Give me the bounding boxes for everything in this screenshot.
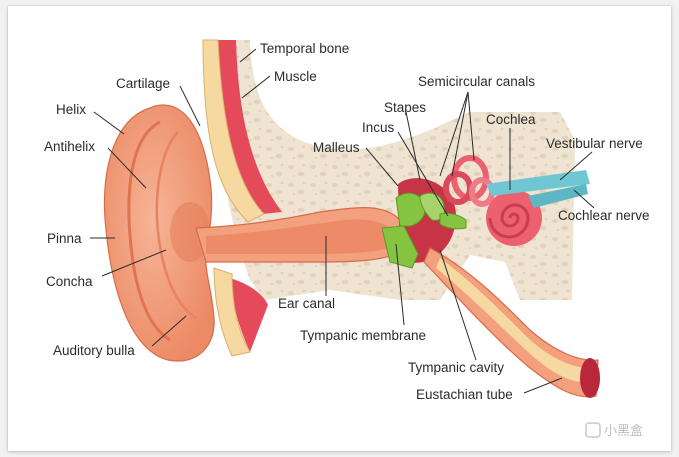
label-stapes: Stapes — [384, 100, 426, 115]
label-cartilage: Cartilage — [116, 76, 170, 91]
label-ear-canal: Ear canal — [278, 296, 335, 311]
diagram-labels: Temporal bone Muscle Cartilage Helix Ant… — [44, 41, 650, 402]
stapes-shape — [439, 212, 467, 230]
eustachian-tube-opening — [580, 358, 600, 398]
cochlea-shape — [486, 190, 542, 246]
label-tympanic-cavity: Tympanic cavity — [408, 360, 504, 375]
label-eustachian-tube: Eustachian tube — [416, 387, 513, 402]
leader-lines — [90, 48, 595, 394]
label-vestibular-nerve: Vestibular nerve — [546, 136, 643, 151]
cartilage-lower-shape — [213, 267, 251, 357]
watermark: 小黑盒 — [585, 422, 643, 439]
label-temporal-bone: Temporal bone — [260, 41, 349, 56]
label-antihelix: Antihelix — [44, 139, 95, 154]
watermark-logo-icon — [585, 422, 601, 438]
label-semicircular-canals: Semicircular canals — [418, 74, 535, 89]
cartilage-shape — [202, 39, 265, 223]
helix-fold — [127, 120, 171, 342]
label-tympanic-membrane: Tympanic membrane — [300, 328, 426, 343]
watermark-text: 小黑盒 — [604, 423, 643, 439]
label-muscle: Muscle — [274, 69, 317, 84]
cochlear-nerve-shape — [528, 184, 588, 208]
tympanic-membrane-shape — [381, 225, 419, 269]
antihelix-fold — [155, 131, 197, 320]
concha-shape — [170, 202, 210, 262]
muscle-shape — [218, 40, 282, 214]
muscle-lower-shape — [230, 278, 268, 352]
label-concha: Concha — [46, 274, 93, 289]
ear-canal-inner — [206, 219, 395, 254]
label-incus: Incus — [362, 120, 395, 135]
label-malleus: Malleus — [313, 140, 360, 155]
label-auditory-bulla: Auditory bulla — [53, 343, 135, 358]
label-cochlea: Cochlea — [486, 112, 536, 127]
label-helix: Helix — [56, 102, 86, 117]
label-cochlear-nerve: Cochlear nerve — [558, 208, 650, 223]
label-pinna: Pinna — [47, 231, 82, 246]
eustachian-tube-inner — [436, 258, 590, 383]
